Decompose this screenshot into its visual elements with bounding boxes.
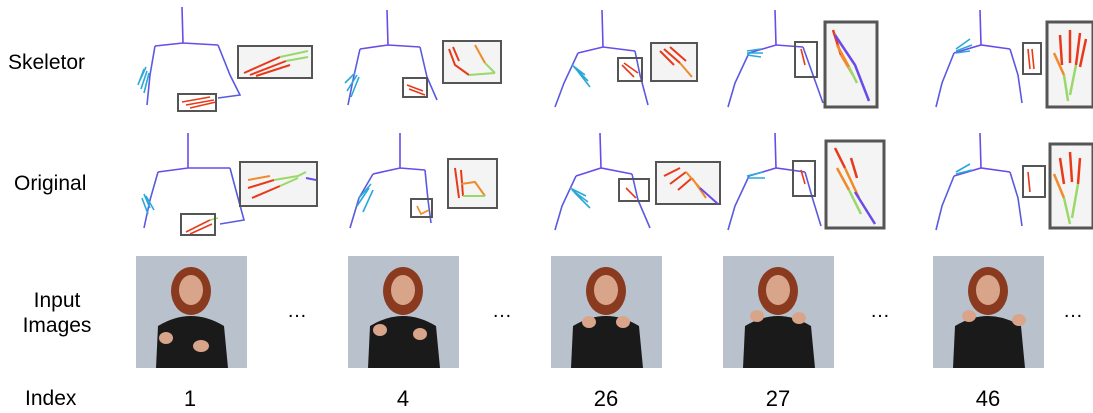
zoom-inset-box <box>237 45 313 79</box>
index-label-5: 46 <box>975 386 1001 411</box>
input-image-1 <box>136 256 247 368</box>
index-label-1: 1 <box>183 386 197 411</box>
row-label-input-line2: Images <box>22 314 92 338</box>
index-label-2: 4 <box>396 386 410 411</box>
skeleton-left-arm <box>146 45 156 106</box>
skeleton-right-hand <box>181 96 217 109</box>
ellipsis-1: … <box>287 300 308 322</box>
skeleton-frame-1 <box>137 6 313 112</box>
row-label-skeleton: Skeletor <box>8 51 86 74</box>
skeleton-frame-5 <box>935 9 1093 109</box>
skeleton-frame-2 <box>344 9 502 106</box>
original-frame-2 <box>349 133 498 229</box>
input-image-4 <box>723 256 834 368</box>
skeleton-left-hand <box>137 66 150 94</box>
ellipsis-2: … <box>492 300 513 322</box>
row-label-original: Original <box>14 172 87 195</box>
original-frame-3 <box>554 132 721 231</box>
skeleton-frame-4 <box>727 9 879 109</box>
ellipsis-4: … <box>1063 300 1084 322</box>
ellipsis-3: … <box>870 300 891 322</box>
row-label-input-line1: Input <box>33 289 81 312</box>
input-image-5 <box>933 256 1044 368</box>
skeleton-frame-3 <box>554 9 698 108</box>
input-image-3 <box>551 256 662 368</box>
original-frame-5 <box>935 132 1093 231</box>
original-frame-1 <box>141 133 318 236</box>
row-label-input-images: Input Images <box>22 288 92 338</box>
row-label-index: Index <box>25 387 77 410</box>
index-label-4: 27 <box>765 386 791 411</box>
skeleton-torso <box>154 6 219 47</box>
index-label-3: 26 <box>593 386 619 411</box>
input-image-2 <box>348 256 459 368</box>
skeleton-right-arm <box>217 44 242 99</box>
zoom-source-box <box>177 93 217 112</box>
original-frame-4 <box>727 132 886 231</box>
